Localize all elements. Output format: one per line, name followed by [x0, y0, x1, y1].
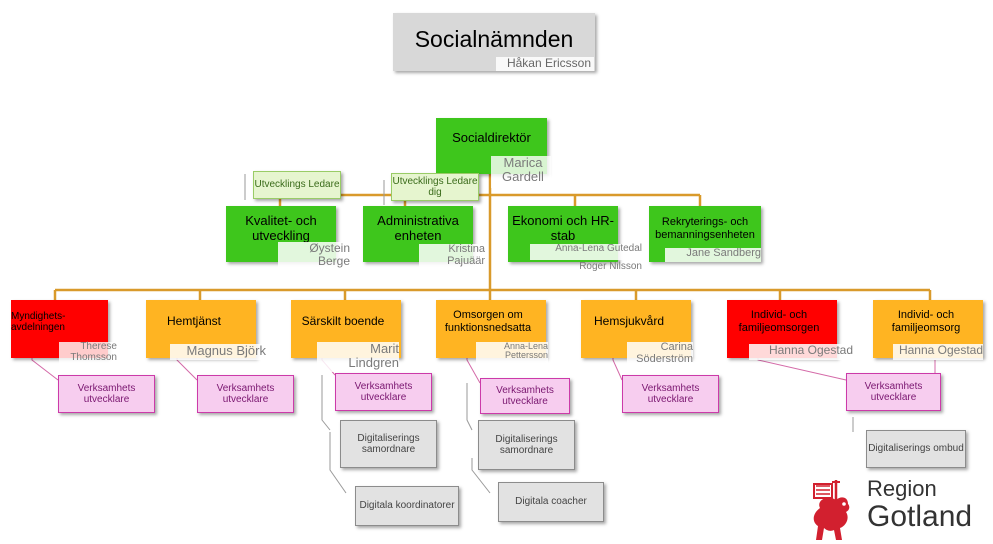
dept-node-myndighet: Myndighets-avdelningen Therese Thomsson: [11, 300, 117, 368]
dept-title: Hemsjukvård: [593, 314, 665, 329]
logo-text-gotland: Gotland: [867, 500, 973, 533]
dept-person: Hanna Ogestad: [893, 344, 983, 360]
director-node: Socialdirektör Marica Gardell: [436, 118, 551, 188]
staff-node-admin: Administrativa enheten Kristina Pajuäär: [363, 206, 485, 274]
staff-title: Ekonomi och HR- stab: [512, 213, 614, 243]
dept-title: Myndighets-avdelningen: [11, 310, 66, 334]
board-title: Socialnämnden: [414, 25, 574, 52]
digi-samordnare-sarskilt: Digitaliserings samordnare: [340, 420, 437, 468]
dept-tag-hemsjukvard: Verksamhets utvecklare: [622, 375, 719, 413]
dept-tag-label: Verksamhets utvecklare: [354, 380, 413, 404]
dept-tag-label: Verksamhets utvecklare: [496, 384, 554, 408]
dept-tag-myndighet: Verksamhets utvecklare: [58, 375, 155, 413]
coord-label: Digitala koordinatorer: [359, 500, 455, 512]
digi-label: Digitaliserings ombud: [868, 443, 964, 455]
staff-person-2: Roger Nilsson: [579, 261, 642, 272]
region-gotland-logo: Region Gotland: [806, 478, 986, 542]
dept-tag-label: Verksamhets utvecklare: [641, 382, 700, 406]
dept-node-hemsjukvard: Hemsjukvård Carina Söderström: [581, 300, 693, 370]
director-person-name: Marica Gardell: [502, 155, 544, 184]
dept-tag-omsorgen: Verksamhets utvecklare: [480, 378, 570, 414]
dept-node-omsorgen: Omsorgen om funktionsnedsatta Anna-Lena …: [436, 300, 548, 368]
dept-person: Hanna Ogestad: [749, 344, 853, 360]
director-person: Marica Gardell: [491, 156, 551, 188]
logo-text-region: Region: [867, 476, 937, 501]
staff-node-kvalitet: Kvalitet- och utveckling Øystein Berge: [226, 206, 350, 274]
digi-coacher: Digitala coacher: [498, 482, 604, 522]
staff-person: Jane Sandberg: [665, 247, 761, 262]
dept-node-hemtjanst: Hemtjänst Magnus Björk: [146, 300, 266, 360]
staff-tag-label: Utvecklings Ledare dig: [392, 175, 478, 199]
staff-person: Anna-Lena Gutedal: [530, 243, 642, 260]
digi-samordnare-omsorgen: Digitaliserings samordnare: [478, 420, 575, 470]
staff-tag-kvalitet: Utvecklings Ledare: [253, 171, 341, 199]
staff-title: Kvalitet- och utveckling: [245, 213, 317, 243]
digi-koordinatorer: Digitala koordinatorer: [355, 486, 459, 526]
staff-title: Administrativa enheten: [377, 213, 459, 243]
staff-person: Kristina Pajuäär: [419, 243, 485, 274]
dept-node-ifo: Individ- och familjeomsorgen Hanna Ogest…: [727, 300, 853, 360]
digi-label: Digitaliserings samordnare: [495, 433, 558, 457]
dept-title: Hemtjänst: [166, 314, 222, 329]
staff-node-ekonomi: Ekonomi och HR- stab Anna-Lena Gutedal R…: [508, 206, 642, 272]
dept-node-ifo-2: Individ- och familjeomsorg Hanna Ogestad: [873, 300, 983, 360]
digi-label: Digitaliserings samordnare: [357, 432, 420, 456]
dept-title: Individ- och familjeomsorgen: [738, 309, 820, 334]
staff-tag-admin: Utvecklings Ledare dig: [391, 173, 479, 201]
ram-logo-icon: [813, 480, 850, 540]
dept-person: Marit Lindgren: [317, 342, 399, 372]
dept-title: Individ- och familjeomsorg: [891, 309, 961, 334]
board-person: Håkan Ericsson: [496, 57, 594, 71]
staff-tag-label: Utvecklings Ledare: [254, 179, 340, 191]
coord-label: Digitala coacher: [515, 496, 587, 508]
dept-tag-label: Verksamhets utvecklare: [77, 382, 136, 406]
dept-person: Anna-Lena Pettersson: [476, 341, 548, 368]
dept-node-sarskilt: Särskilt boende Marit Lindgren: [291, 300, 401, 372]
director-title: Socialdirektör: [452, 129, 531, 145]
board-node: Socialnämnden Håkan Ericsson: [393, 13, 595, 71]
dept-tag-label: Verksamhets utvecklare: [864, 380, 923, 404]
dept-tag-label: Verksamhets utvecklare: [216, 382, 275, 406]
staff-person: Øystein Berge: [278, 242, 350, 274]
dept-tag-hemtjanst: Verksamhets utvecklare: [197, 375, 294, 413]
dept-person: Therese Thomsson: [59, 341, 117, 368]
dept-title: Särskilt boende: [301, 314, 385, 329]
dept-tag-sarskilt: Verksamhets utvecklare: [335, 373, 432, 411]
dept-person: Magnus Björk: [170, 344, 266, 360]
staff-node-rekrytering: Rekryterings- och bemanningsenheten Jane…: [649, 206, 761, 262]
dept-person: Carina Söderström: [627, 341, 693, 370]
dept-title: Omsorgen om funktionsnedsatta: [444, 309, 532, 334]
digi-ombud: Digitaliserings ombud: [866, 430, 966, 468]
staff-title: Rekryterings- och bemanningsenheten: [655, 216, 755, 241]
dept-tag-ifo: Verksamhets utvecklare: [846, 373, 941, 411]
